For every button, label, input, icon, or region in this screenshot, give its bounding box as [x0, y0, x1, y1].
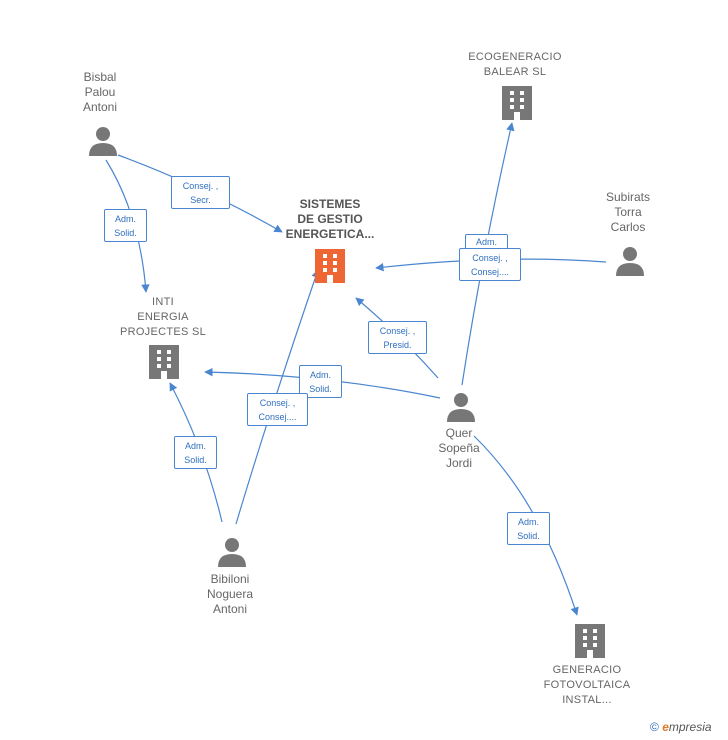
node-label-ecogeneracio[interactable]: ECOGENERACIO BALEAR SL [468, 51, 562, 78]
edge-label-subirats-center: Consej. , Consej.... [459, 248, 521, 281]
edge-label-bisbal-inti: Adm. Solid. [104, 209, 147, 242]
building-icon[interactable] [315, 249, 345, 283]
empresia-watermark[interactable]: © empresia [650, 720, 712, 734]
edge-label-bisbal-center: Consej. , Secr. [171, 176, 230, 209]
brand-rest: mpresia [668, 720, 712, 734]
node-label-quer[interactable]: Quer Sopeña Jordi [438, 426, 480, 470]
edge-label-quer-generacio: Adm. Solid. [507, 512, 550, 545]
building-icon[interactable] [502, 86, 532, 120]
edge-label-quer-inti: Adm. Solid. [299, 365, 342, 398]
person-icon[interactable] [616, 247, 644, 276]
building-icon[interactable] [149, 345, 179, 379]
building-icon[interactable] [575, 624, 605, 658]
edge-label-quer-center: Consej. , Presid. [368, 321, 427, 354]
person-icon[interactable] [89, 127, 117, 156]
person-icon[interactable] [447, 393, 475, 422]
node-label-inti[interactable]: INTI ENERGIA PROJECTES SL [119, 296, 207, 338]
node-label-generacio[interactable]: GENERACIO FOTOVOLTAICA INSTAL... [543, 664, 631, 706]
node-label-bibiloni[interactable]: Bibiloni Noguera Antoni [206, 572, 254, 616]
node-label-bisbal[interactable]: Bisbal Palou Antoni [82, 70, 118, 114]
edge-label-bibiloni-center: Consej. , Consej.... [247, 393, 308, 426]
node-label-subirats[interactable]: Subirats Torra Carlos [605, 190, 651, 234]
copyright-symbol: © [650, 720, 659, 734]
brand-e: e [662, 720, 669, 734]
person-icon[interactable] [218, 538, 246, 567]
node-label-sistemes[interactable]: SISTEMES DE GESTIO ENERGETICA... [285, 197, 375, 241]
edge-label-bibiloni-inti: Adm. Solid. [174, 436, 217, 469]
